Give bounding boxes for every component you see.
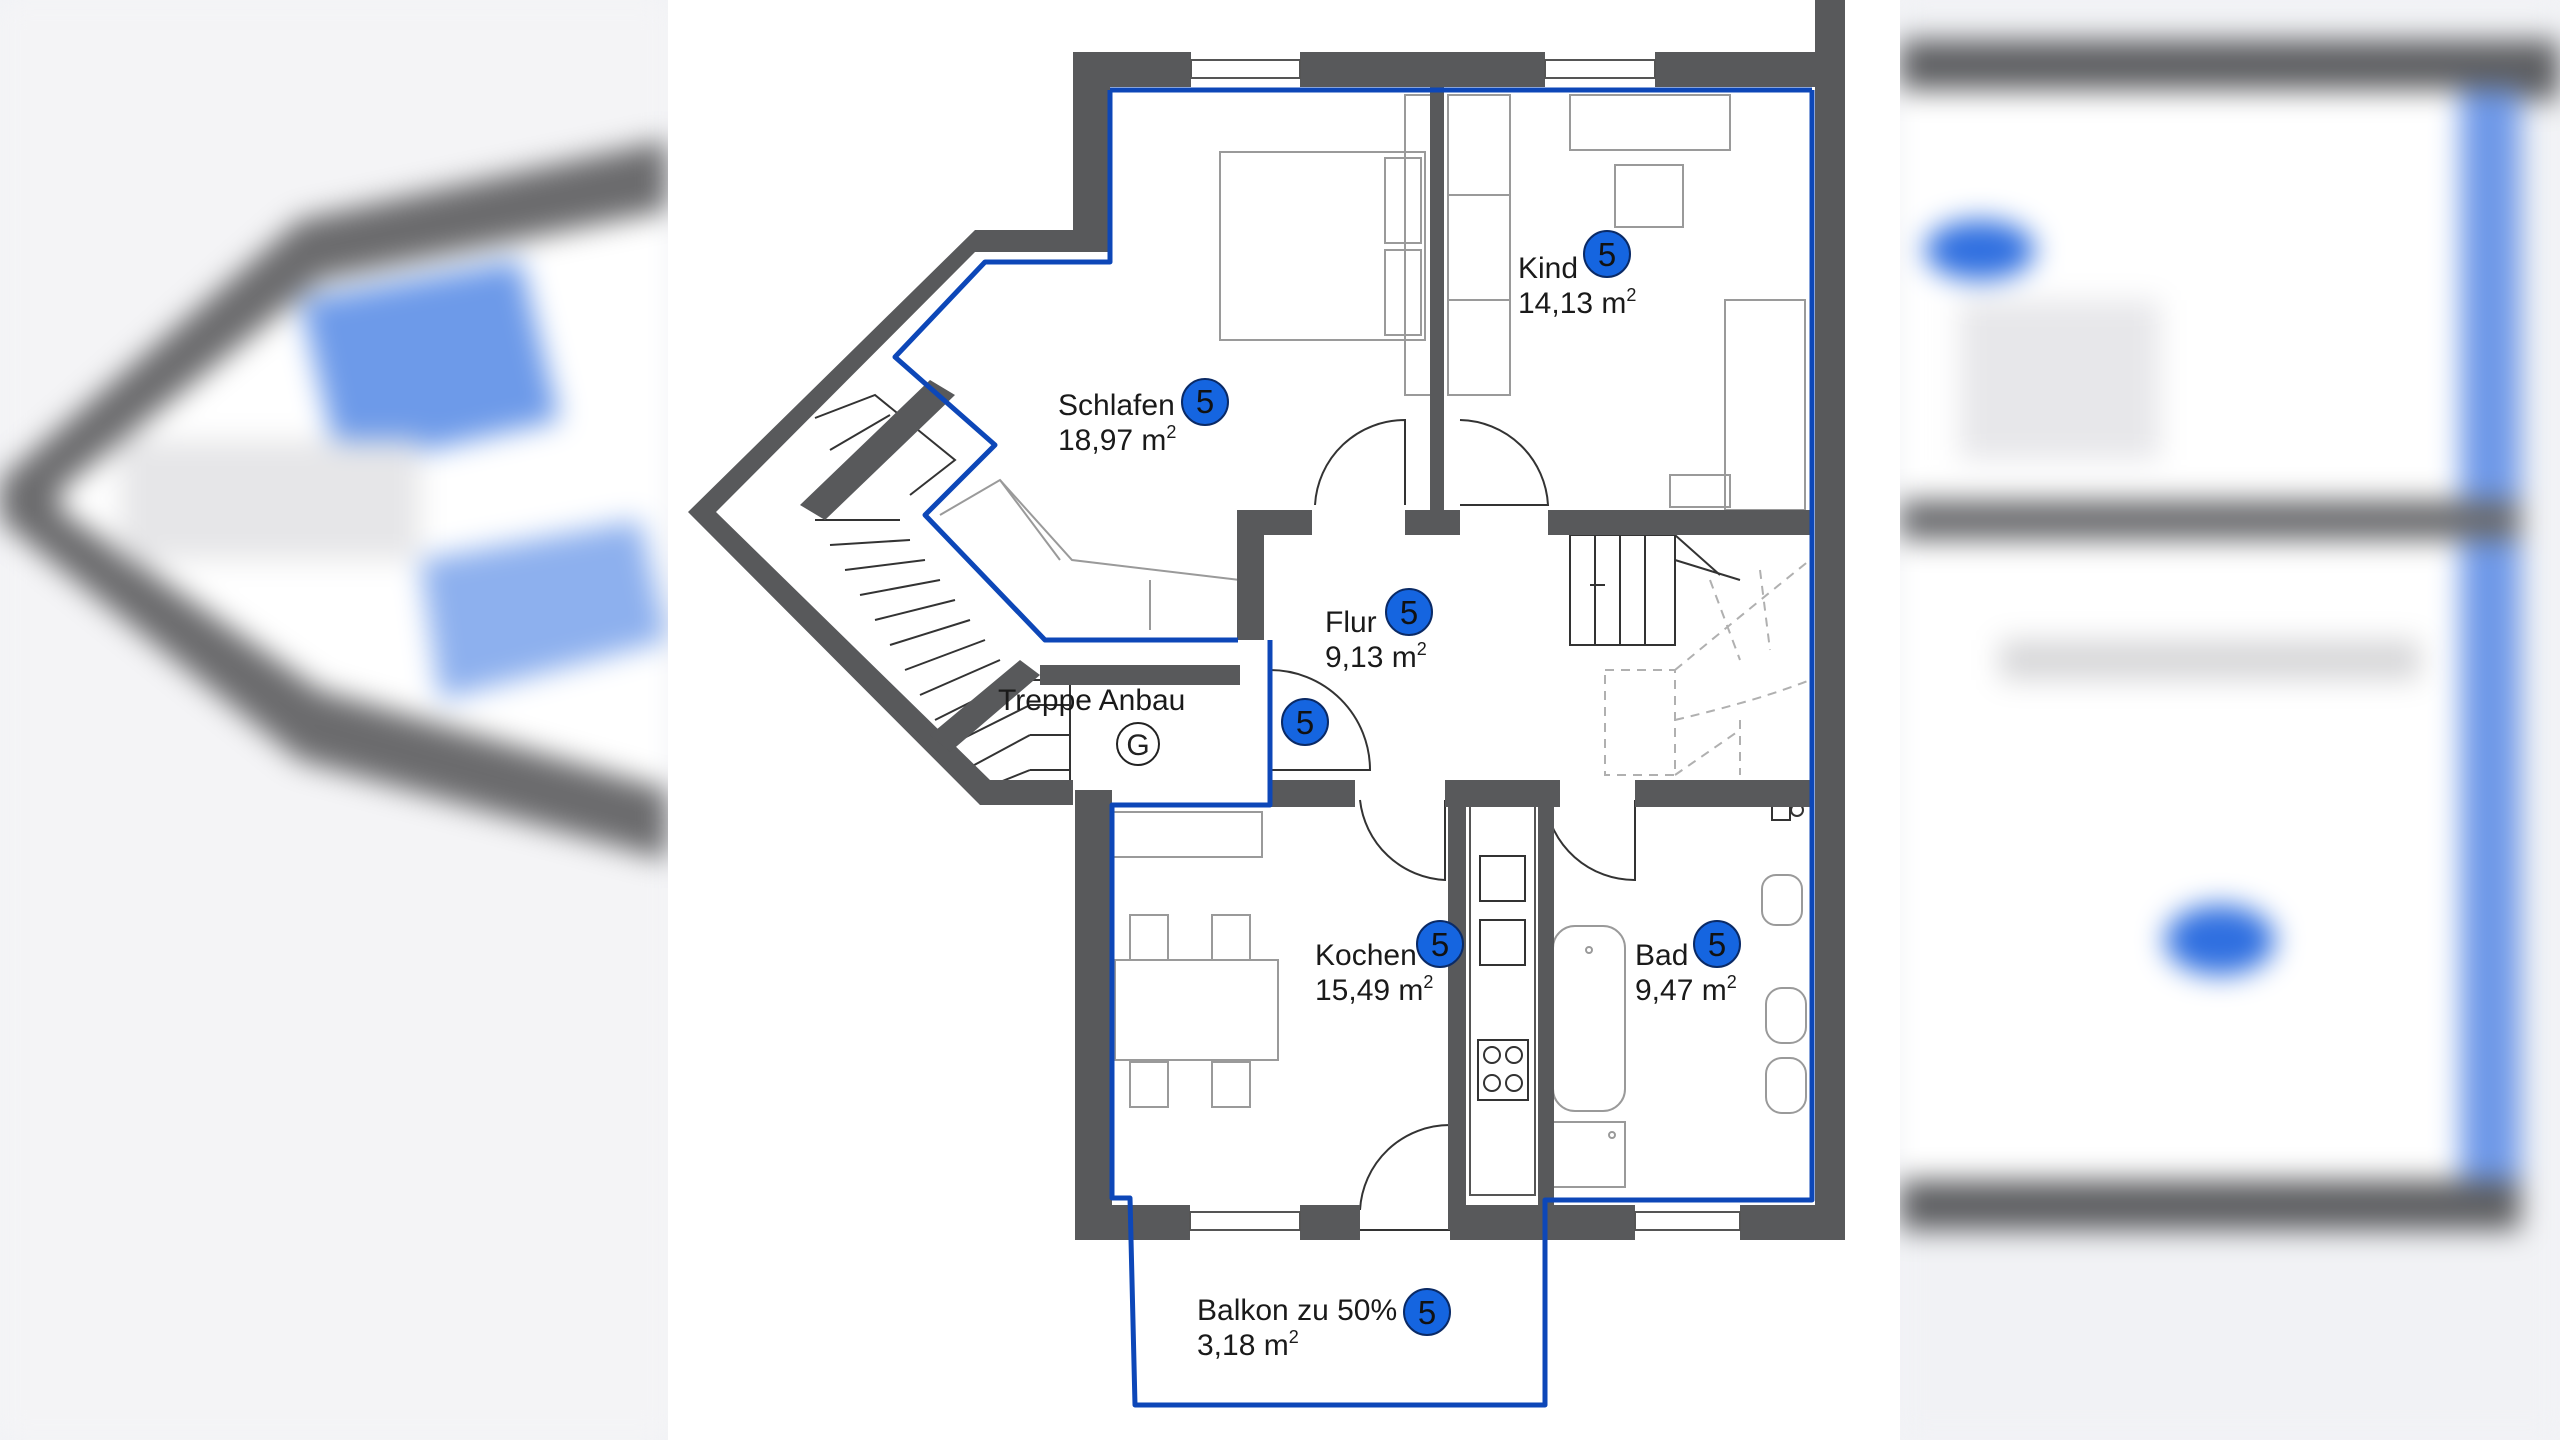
chair — [1211, 914, 1251, 961]
svg-text:15,49 m2: 15,49 m2 — [1315, 972, 1433, 1007]
room-name-kochen: Kochen — [1315, 939, 1417, 972]
badge-flur — [1385, 588, 1433, 636]
bench — [939, 478, 1241, 581]
room-area-kind: 14,13 m — [1518, 287, 1626, 320]
badge-balkon — [1403, 1288, 1451, 1336]
room-area-schlafen: 18,97 m — [1058, 424, 1166, 457]
svg-text:5: 5 — [1598, 236, 1616, 273]
svg-text:5: 5 — [1196, 383, 1214, 420]
blurred-background-right — [1900, 0, 2560, 1440]
windows — [1189, 59, 1741, 1231]
stair-label: Treppe Anbau — [998, 684, 1185, 717]
svg-text:3,18 m2: 3,18 m2 — [1197, 1327, 1299, 1362]
walls — [688, 0, 1845, 1240]
room-name-kind: Kind — [1518, 252, 1578, 285]
svg-text:9,47 m2: 9,47 m2 — [1635, 972, 1737, 1007]
room-name-balkon: Balkon zu 50% — [1197, 1294, 1397, 1327]
badge-stair — [1281, 698, 1329, 746]
floor-plan: Schlafen 18,97 m2 5 Kind 14,13 m2 5 Flur… — [668, 0, 1900, 1440]
room-labels: Schlafen 18,97 m2 5 Kind 14,13 m2 5 Flur… — [998, 230, 1741, 1362]
badge-kind — [1583, 230, 1631, 278]
toilet — [1765, 987, 1807, 1044]
spiral-stair-dashed — [1604, 559, 1811, 776]
room-name-bad: Bad — [1635, 939, 1688, 972]
room-area-kochen: 15,49 m — [1315, 974, 1423, 1007]
svg-text:18,97 m2: 18,97 m2 — [1058, 422, 1176, 457]
pillow — [1384, 249, 1422, 336]
stair-marker: G — [1126, 729, 1149, 762]
bidet — [1765, 1057, 1807, 1114]
svg-text:5: 5 — [1296, 704, 1314, 741]
badge-kochen — [1416, 920, 1464, 968]
pillow — [1384, 157, 1422, 244]
dining-table — [1114, 959, 1279, 1061]
chair — [1129, 914, 1169, 961]
sink — [1761, 874, 1803, 926]
svg-text:5: 5 — [1431, 926, 1449, 963]
svg-text:14,13 m2: 14,13 m2 — [1518, 285, 1636, 320]
room-area-balkon: 3,18 m — [1197, 1329, 1289, 1362]
badge-schlafen — [1181, 378, 1229, 426]
room-area-flur: 9,13 m — [1325, 641, 1417, 674]
room-area-bad: 9,47 m — [1635, 974, 1727, 1007]
furniture-layer — [939, 94, 1807, 1196]
double-bed — [1219, 151, 1426, 341]
chair — [1129, 1061, 1169, 1108]
svg-text:5: 5 — [1418, 1294, 1436, 1331]
wardrobe — [1447, 94, 1511, 396]
cooktop — [1477, 1039, 1529, 1101]
room-name-flur: Flur — [1325, 606, 1377, 639]
blurred-background-left — [0, 0, 668, 1440]
nightstand — [1669, 474, 1731, 508]
stair-marker-circle — [1116, 722, 1160, 766]
room-name-schlafen: Schlafen — [1058, 389, 1175, 422]
desk — [1569, 94, 1731, 151]
room-outlines — [892, 87, 1815, 1408]
floor-plan-container: Schlafen 18,97 m2 5 Kind 14,13 m2 5 Flur… — [668, 0, 1900, 1440]
svg-text:9,13 m2: 9,13 m2 — [1325, 639, 1427, 674]
svg-text:5: 5 — [1400, 594, 1418, 631]
svg-text:5: 5 — [1708, 926, 1726, 963]
chair — [1614, 164, 1684, 228]
chair — [1211, 1061, 1251, 1108]
badge-bad — [1693, 920, 1741, 968]
